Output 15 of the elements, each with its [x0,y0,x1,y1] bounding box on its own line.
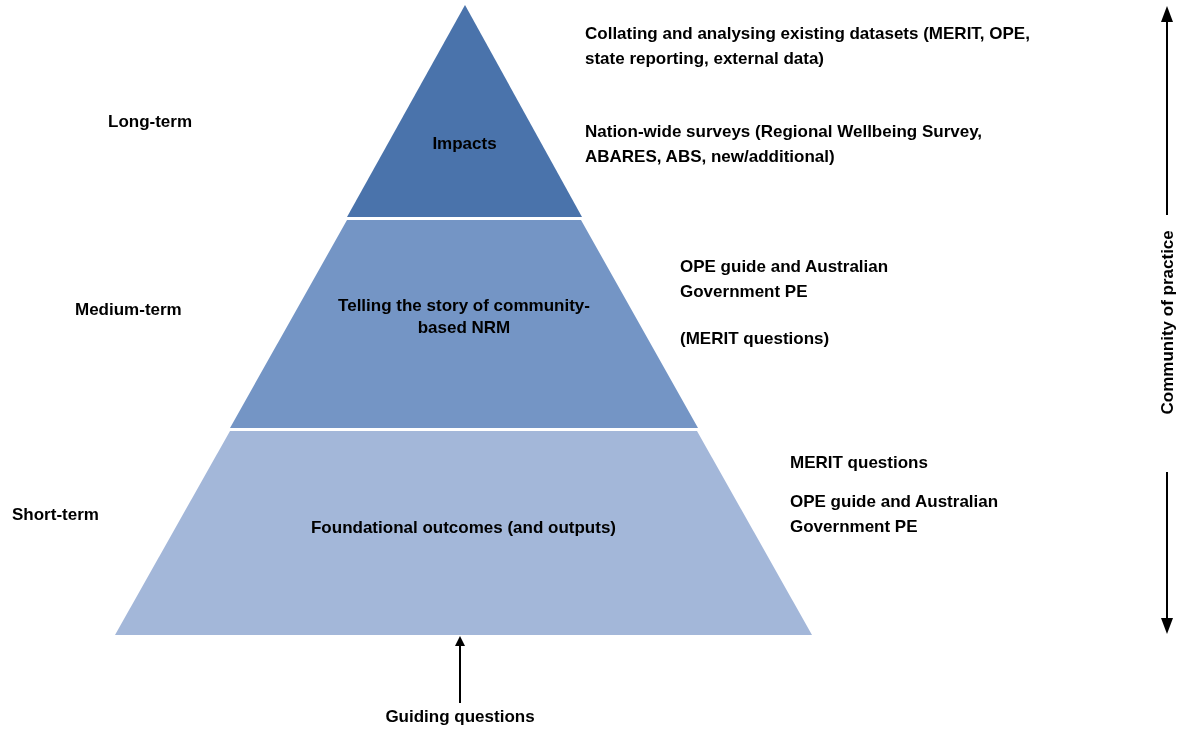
tier-label: Telling the story of community-based NRM [337,295,591,340]
caption-text: Guiding questions [384,706,536,728]
note-text: OPE guide and Australian Government PE [790,491,1000,538]
note-text: Nation-wide surveys (Regional Wellbeing Survey, ABARES, ABS, new/additional) [585,121,984,168]
row-label: Medium-term [75,299,183,321]
tier-label: Foundational outcomes (and outputs) [310,517,617,539]
row-label: Short-term [12,504,100,526]
note-text: OPE guide and Australian Government PE [680,256,890,303]
row-label: Long-term [108,111,194,133]
note-text: Collating and analysing existing datasets (MERIT, OPE, state reporting, external data) [585,23,1031,70]
tier-label: Impacts [431,133,498,155]
note-text: (MERIT questions) [680,328,831,350]
note-text: MERIT questions [790,452,929,474]
arrow [455,636,465,704]
side-label: Community of practice [1156,229,1178,417]
